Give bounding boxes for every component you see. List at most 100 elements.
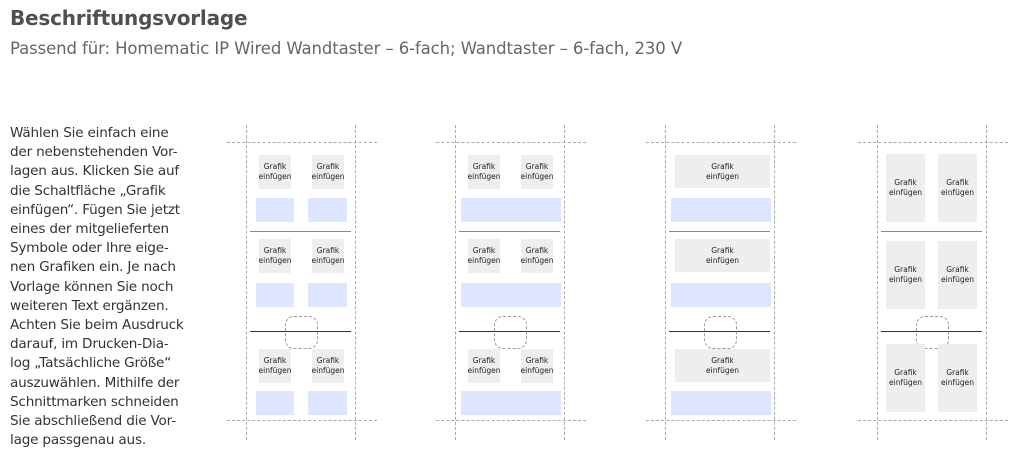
instructions-text: Wählen Sie einfach eine der nebenstehende… (10, 124, 184, 450)
text-field[interactable] (308, 391, 347, 415)
cut-mark-vertical (355, 125, 356, 440)
row-divider (250, 331, 351, 332)
instructions-line: lage passgenau aus. (10, 432, 146, 449)
text-field[interactable] (671, 283, 771, 307)
cut-mark-horizontal (227, 142, 377, 143)
cut-mark-horizontal (646, 420, 796, 421)
cut-mark-vertical (665, 125, 666, 440)
instructions-line: einfügen“. Fügen Sie jetzt (10, 201, 180, 218)
instructions-line: log „Tatsächliche Größe“ (10, 355, 172, 372)
text-field[interactable] (308, 283, 347, 307)
cut-mark-vertical (246, 125, 247, 440)
page-title: Beschriftungsvorlage (10, 6, 248, 30)
row-divider (881, 331, 982, 332)
cut-mark-horizontal (436, 142, 586, 143)
instructions-line: die Schaltfläche „Grafik (10, 182, 166, 199)
button-cutout (704, 316, 737, 349)
text-field[interactable] (671, 198, 771, 222)
instructions-line: darauf, im Drucken-Dia- (10, 336, 169, 353)
instructions-line: Vorlage können Sie noch (10, 278, 174, 295)
text-field[interactable] (461, 283, 561, 307)
button-cutout (916, 316, 949, 349)
instructions-line: lagen aus. Klicken Sie auf (10, 163, 179, 180)
text-field[interactable] (256, 198, 294, 222)
text-field[interactable] (671, 391, 771, 415)
instructions-line: nen Grafiken ein. Je nach (10, 259, 176, 276)
text-field[interactable] (256, 283, 294, 307)
cut-mark-horizontal (227, 420, 377, 421)
row-divider (250, 231, 351, 232)
cut-mark-vertical (455, 125, 456, 440)
text-field[interactable] (461, 391, 561, 415)
instructions-line: auszuwählen. Mithilfe der (10, 374, 180, 391)
cut-mark-vertical (564, 125, 565, 440)
instructions-line: Schnittmarken schneiden (10, 393, 179, 410)
cut-mark-horizontal (646, 142, 796, 143)
cut-mark-vertical (774, 125, 775, 440)
cut-mark-vertical (986, 125, 987, 440)
text-field[interactable] (256, 391, 294, 415)
instructions-line: weiteren Text ergänzen. (10, 297, 169, 314)
row-divider (459, 331, 560, 332)
page-subtitle: Passend für: Homematic IP Wired Wandtast… (10, 39, 683, 58)
row-divider (669, 231, 770, 232)
cut-mark-horizontal (858, 420, 1008, 421)
instructions-line: Symbole oder Ihre eige- (10, 240, 169, 257)
cut-mark-horizontal (858, 142, 1008, 143)
button-cutout (494, 316, 527, 349)
instructions-line: eines der mitgelieferten (10, 221, 169, 238)
instructions-line: Wählen Sie einfach eine (10, 125, 169, 141)
cut-mark-vertical (877, 125, 878, 440)
instructions-line: der nebenstehenden Vor- (10, 144, 178, 161)
row-divider (669, 331, 770, 332)
text-field[interactable] (308, 198, 347, 222)
button-cutout (285, 316, 318, 349)
instructions-line: Achten Sie beim Ausdruck (10, 317, 184, 334)
text-field[interactable] (461, 198, 561, 222)
instructions-line: Sie abschließend die Vor- (10, 413, 176, 430)
